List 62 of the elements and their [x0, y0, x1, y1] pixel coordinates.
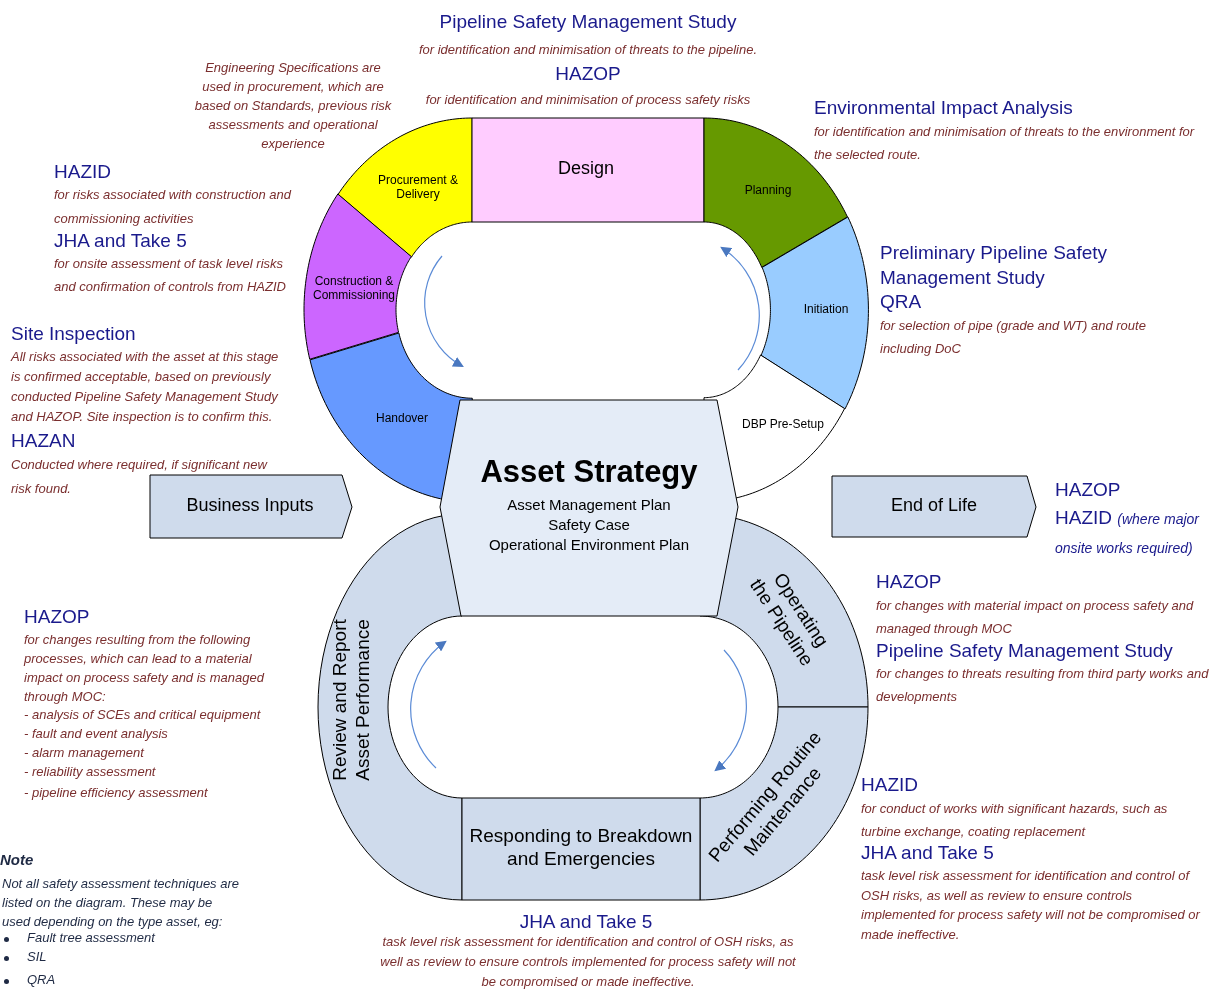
node-title: Asset Strategy: [480, 453, 698, 491]
technique-heading: QRA: [880, 290, 923, 314]
technique-heading: HAZOP: [24, 605, 91, 629]
node-label: DBP Pre-Setup: [742, 416, 824, 432]
hexagon-box: [440, 400, 738, 616]
ring-segment: [318, 514, 462, 900]
technique-heading: Environmental Impact Analysis: [814, 96, 1074, 120]
note-text: for selection of pipe (grade and WT) and route including DoC: [880, 317, 1147, 358]
node-label: End of Life: [890, 495, 978, 517]
ring-segment: [760, 216, 868, 409]
note-text: for identification and minimisation of threats to the environment for the selected route.: [814, 123, 1196, 164]
ring-segment: [462, 798, 700, 900]
note-text: task level risk assessment for identification and control of OSH risks, as well as review to ensure controls implemented for process safety will not be compromised or made ineffective.: [861, 867, 1202, 944]
node-label: Review and Report Asset Performance: [329, 618, 374, 783]
note-text: for changes with material impact on process safety and managed through MOC: [876, 597, 1195, 638]
technique-heading: Preliminary Pipeline Safety Management Study: [880, 241, 1109, 290]
technique-heading: JHA and Take 5: [861, 841, 995, 865]
note-text: All risks associated with the asset at this stage is confirmed acceptable, based on previously conducted Pipeline Safety Management Study and HAZOP. Site inspection is to confirm this.: [11, 348, 280, 426]
note-text: QRA: [27, 972, 57, 987]
note-text: for conduct of works with significant hazards, such as turbine exchange, coating replacement: [861, 800, 1169, 841]
note-text: Engineering Specifications are used in procurement, which are based on Standards, previous risk assessments and operational experience: [193, 59, 393, 153]
technique-heading: HAZID (where major onsite works required): [1055, 506, 1201, 558]
technique-heading: Site Inspection: [11, 322, 137, 346]
technique-heading: HAZID: [54, 160, 112, 184]
note-text: Conducted where required, if significant new risk found.: [11, 456, 269, 498]
technique-heading: JHA and Take 5: [54, 229, 188, 253]
note-text: - reliability assessment: [24, 764, 157, 779]
note-text: - analysis of SCEs and critical equipment: [24, 707, 262, 722]
note-text: for identification and minimisation of threats to the pipeline.: [417, 41, 759, 59]
node-label: Design: [558, 158, 614, 180]
technique-heading: HAZOP: [1055, 478, 1122, 502]
technique-heading: HAZOP: [876, 570, 943, 594]
technique-heading: HAZID: [861, 773, 919, 797]
note-text: - fault and event analysis: [24, 726, 169, 741]
node-label: Construction & Commissioning: [311, 273, 396, 303]
technique-heading: Pipeline Safety Management Study: [438, 10, 738, 34]
node-label: Procurement & Delivery: [376, 172, 459, 202]
note-text: Fault tree assessment: [27, 930, 157, 945]
ring-segment: [472, 118, 704, 222]
node-label: Responding to Breakdown and Emergencies: [468, 825, 694, 871]
technique-heading: JHA and Take 5: [518, 910, 654, 934]
technique-heading: HAZOP: [554, 62, 622, 86]
node-label: Planning: [744, 182, 792, 198]
note-text: for changes resulting from the following processes, which can lead to a material impact on process safety and is managed through MOC:: [24, 631, 266, 706]
node-label: Business Inputs: [186, 495, 314, 517]
node-label: Safety Case: [548, 516, 630, 535]
technique-heading: Pipeline Safety Management Study: [876, 639, 1174, 663]
note-text: task level risk assessment for identification and control of OSH risks, as well as review to ensure controls implemented for process safety will not be compromised or made ineffective.: [379, 933, 797, 991]
node-label: Initiation: [803, 301, 849, 317]
node-label: Asset Management Plan: [507, 496, 671, 515]
note-text: for changes to threats resulting from third party works and developments: [876, 665, 1210, 706]
note-text: - pipeline efficiency assessment: [24, 785, 209, 800]
technique-heading: HAZAN: [11, 429, 77, 453]
note-text: SIL: [27, 949, 48, 964]
note-text: for risks associated with construction and commissioning activities: [54, 186, 293, 228]
note-text: Not all safety assessment techniques are listed on the diagram. These may be used depending on the type asset, eg:: [2, 875, 240, 931]
node-label: Handover: [375, 410, 428, 426]
note-text: - alarm management: [24, 745, 146, 760]
note-text: for identification and minimisation of process safety risks: [424, 91, 752, 109]
note-text: for onsite assessment of task level risks and confirmation of controls from HAZID: [54, 255, 287, 296]
node-label: Operational Environment Plan: [488, 536, 690, 555]
note-heading: Note: [0, 851, 35, 868]
